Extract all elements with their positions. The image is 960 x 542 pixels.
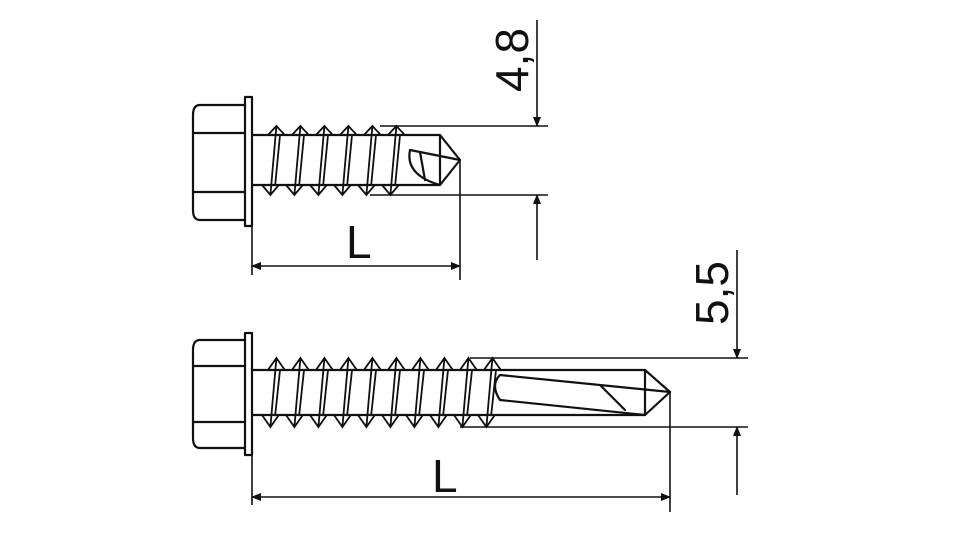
hex-head (191, 103, 247, 222)
washer (243, 95, 254, 228)
dimension-length-2: L (251, 392, 671, 512)
screw-1 (191, 95, 462, 228)
screw-2 (191, 331, 672, 457)
dimension-diameter-1: 4,8 (370, 20, 548, 260)
threads (261, 356, 502, 429)
shank (250, 133, 462, 187)
dimension-diameter-2: 5,5 (460, 250, 748, 495)
dimension-length-1: L (251, 160, 461, 280)
hex-head (191, 338, 247, 450)
washer (243, 331, 254, 457)
drill-flute (408, 133, 462, 187)
length-label: L (432, 450, 458, 502)
thread-lines (261, 356, 502, 429)
diameter-label: 4,8 (486, 28, 538, 92)
diameter-label: 5,5 (686, 261, 738, 325)
length-label: L (346, 216, 372, 268)
drill-flute (493, 368, 672, 417)
